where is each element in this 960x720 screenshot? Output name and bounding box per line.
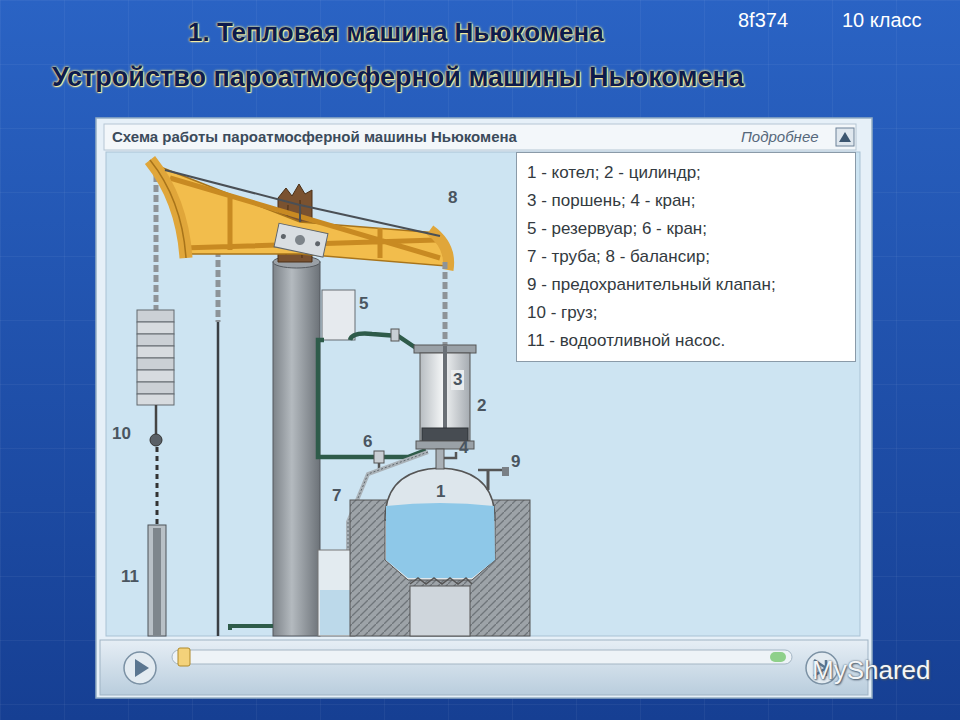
slider-track [172, 650, 792, 664]
legend-line: 11 - водоотливной насос. [527, 327, 845, 355]
tap-six [374, 451, 384, 463]
balance-beam [150, 160, 449, 270]
more-link: Подробнее [741, 128, 819, 145]
safety-valve-weight [502, 467, 509, 476]
boiler-water [386, 503, 495, 578]
reservoir [322, 290, 355, 340]
fire-grate [410, 578, 472, 584]
legend-line: 1 - котел; 2 - цилиндр; [527, 159, 845, 187]
weight-chain [154, 175, 159, 312]
legend-line: 5 - резервуар; 6 - кран; [527, 215, 845, 243]
slider-thumb [178, 648, 190, 666]
legend-line: 9 - предохранительный клапан; [527, 271, 845, 299]
safety-valve-stem [487, 470, 490, 490]
pillar [273, 262, 320, 636]
top-pipe [350, 334, 416, 348]
pump-tube [148, 525, 166, 636]
legend-line: 3 - поршень; 4 - кран; [527, 187, 845, 215]
play-icon [135, 659, 149, 677]
callout-number: 3 [451, 370, 464, 390]
callout-number: 10 [112, 424, 131, 444]
drain-tank [318, 550, 355, 636]
callout-number: 6 [363, 432, 372, 452]
legend-line: 10 - груз; [527, 299, 845, 327]
more-button [836, 128, 854, 146]
pump-bore [153, 528, 161, 636]
callout-number: 1 [434, 482, 447, 502]
control-bar [100, 640, 868, 695]
drain-water [320, 590, 353, 635]
callout-number: 7 [332, 486, 341, 506]
legend-box: 1 - котел; 2 - цилиндр;3 - поршень; 4 - … [516, 152, 856, 362]
panel-header [104, 124, 856, 150]
weight-ring [150, 434, 162, 446]
callout-number: 8 [448, 188, 457, 208]
weight-stack [137, 310, 174, 405]
callout-number: 5 [359, 294, 368, 314]
pivot-plate [274, 223, 328, 257]
pump-rod [156, 447, 159, 526]
safety-valve-lever [478, 469, 506, 472]
firebox [410, 586, 470, 636]
water-pipe [318, 340, 426, 457]
callout-number: 9 [511, 452, 520, 472]
grade-label: 10 класс [842, 9, 922, 32]
more-arrow [839, 132, 851, 142]
pump-rod-long [217, 322, 220, 636]
piston-chain [443, 262, 448, 346]
slide-code: 8f374 [738, 9, 788, 32]
legend-line: 7 - труба; 8 - балансир; [527, 243, 845, 271]
slider-end [770, 652, 786, 662]
furnace [350, 500, 530, 636]
callout-number: 2 [477, 396, 486, 416]
watermark: MyShared [812, 656, 931, 686]
subtitle: Устройство пароатмосферной машины Ньюком… [52, 62, 744, 93]
callout-number: 4 [459, 438, 468, 458]
drawing-area [106, 152, 860, 636]
tap-four [444, 452, 456, 458]
weight-hook [155, 405, 158, 434]
piston-rod [443, 346, 447, 428]
slide-title: 1. Тепловая машина Ньюкомена [188, 18, 604, 48]
play-button [124, 652, 156, 684]
bottom-pipe [230, 626, 273, 630]
panel-frame [96, 118, 872, 698]
top-tap [391, 329, 399, 341]
panel-title: Схема работы пароатмосферной машины Ньюк… [112, 128, 517, 145]
steam-pipe [436, 449, 444, 469]
callout-number: 11 [121, 567, 139, 587]
